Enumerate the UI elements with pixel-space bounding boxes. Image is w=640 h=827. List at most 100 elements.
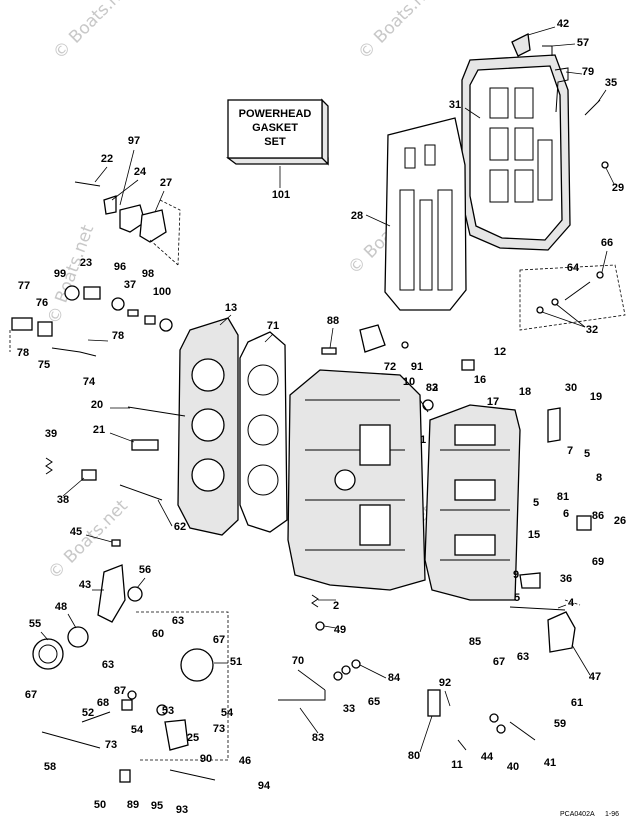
kit-label-line1: POWERHEAD <box>239 108 312 120</box>
callout-69: 69 <box>592 556 604 568</box>
callout-72: 72 <box>384 361 396 373</box>
callout-1: 1 <box>420 434 426 446</box>
callout-91: 91 <box>411 361 423 373</box>
watermark: © Boats.net <box>354 0 442 64</box>
callout-31: 31 <box>449 99 461 111</box>
callout-101: 101 <box>272 189 290 201</box>
callout-65: 65 <box>368 696 380 708</box>
callout-75: 75 <box>38 359 50 371</box>
callout-90: 90 <box>200 753 212 765</box>
callout-58: 58 <box>44 761 56 773</box>
callout-71: 71 <box>267 320 279 332</box>
callout-48: 48 <box>55 601 67 613</box>
callout-22: 22 <box>101 153 113 165</box>
callout-83: 83 <box>312 732 324 744</box>
callout-16: 16 <box>474 374 486 386</box>
callout-20: 20 <box>91 399 103 411</box>
callout-86: 86 <box>592 510 604 522</box>
callout-74: 74 <box>83 376 96 388</box>
callout-94: 94 <box>258 780 271 792</box>
callout-76: 76 <box>36 297 48 309</box>
callout-84: 84 <box>388 672 401 684</box>
callout-79: 79 <box>582 66 594 78</box>
callout-37: 37 <box>124 279 136 291</box>
callout-82: 82 <box>426 382 438 394</box>
footer-code: PCA0402A <box>560 811 595 818</box>
callout-63: 63 <box>102 659 114 671</box>
callout-54: 54 <box>221 707 234 719</box>
callout-66: 66 <box>601 237 613 249</box>
callout-62: 62 <box>174 521 186 533</box>
callout-40: 40 <box>507 761 519 773</box>
callout-29: 29 <box>612 182 624 194</box>
callout-38: 38 <box>57 494 69 506</box>
callout-56: 56 <box>139 564 151 576</box>
callout-46: 46 <box>239 755 251 767</box>
callout-25: 25 <box>187 732 199 744</box>
gasket-set-kit-box: POWERHEAD GASKET SET <box>226 98 329 188</box>
callout-13: 13 <box>225 302 237 314</box>
callout-70: 70 <box>292 655 304 667</box>
callout-21: 21 <box>93 424 105 436</box>
callout-96: 96 <box>114 261 126 273</box>
callout-63: 63 <box>517 651 529 663</box>
callout-68: 68 <box>97 697 109 709</box>
callout-63: 63 <box>172 615 184 627</box>
callout-73: 73 <box>213 723 225 735</box>
callout-8: 8 <box>596 472 602 484</box>
callout-67: 67 <box>213 634 225 646</box>
callout-100: 100 <box>153 286 171 298</box>
small-parts <box>11 33 609 783</box>
callout-23: 23 <box>80 257 92 269</box>
callout-47: 47 <box>589 671 601 683</box>
callout-54: 54 <box>131 724 144 736</box>
callout-92: 92 <box>439 677 451 689</box>
callout-12: 12 <box>494 346 506 358</box>
callout-60: 60 <box>152 628 164 640</box>
kit-label-line3: SET <box>264 136 286 148</box>
callout-89: 89 <box>127 799 139 811</box>
callout-41: 41 <box>544 757 556 769</box>
leader-lines <box>40 26 615 753</box>
callout-44: 44 <box>481 751 494 763</box>
callout-2: 2 <box>333 600 339 612</box>
callout-4: 4 <box>568 597 575 609</box>
callout-33: 33 <box>343 703 355 715</box>
callout-49: 49 <box>334 624 346 636</box>
callout-52: 52 <box>82 707 94 719</box>
callout-98: 98 <box>142 268 154 280</box>
callout-45: 45 <box>70 526 82 538</box>
callout-43: 43 <box>79 579 91 591</box>
callout-27: 27 <box>160 177 172 189</box>
footer-date: 1-96 <box>605 811 619 818</box>
callout-53: 53 <box>162 705 174 717</box>
callout-67: 67 <box>25 689 37 701</box>
callout-labels: 1 2 3 4 5 5 5 6 7 8 9 10 11 12 13 15 16 … <box>17 18 626 816</box>
callout-51: 51 <box>230 656 242 668</box>
callout-67: 67 <box>493 656 505 668</box>
callout-80: 80 <box>408 750 420 762</box>
cylinder-block <box>287 369 426 591</box>
callout-15: 15 <box>528 529 540 541</box>
callout-87: 87 <box>114 685 126 697</box>
callout-35: 35 <box>605 77 617 89</box>
cylinder-head <box>177 317 239 536</box>
callout-77: 77 <box>18 280 30 292</box>
callout-78: 78 <box>17 347 29 359</box>
callout-5: 5 <box>514 592 520 604</box>
group-outlines <box>9 199 626 761</box>
callout-81: 81 <box>557 491 569 503</box>
callout-97: 97 <box>128 135 140 147</box>
callout-18: 18 <box>519 386 531 398</box>
callout-64: 64 <box>567 262 580 274</box>
footer: PCA0402A 1-96 <box>560 811 619 818</box>
callout-36: 36 <box>560 573 572 585</box>
callout-32: 32 <box>586 324 598 336</box>
callout-11: 11 <box>451 759 463 771</box>
watermark: © Boats.net <box>49 0 137 64</box>
cover-gasket <box>384 117 467 311</box>
callout-88: 88 <box>327 315 339 327</box>
crankcase <box>424 404 521 601</box>
callout-7: 7 <box>567 445 573 457</box>
callout-17: 17 <box>487 396 499 408</box>
